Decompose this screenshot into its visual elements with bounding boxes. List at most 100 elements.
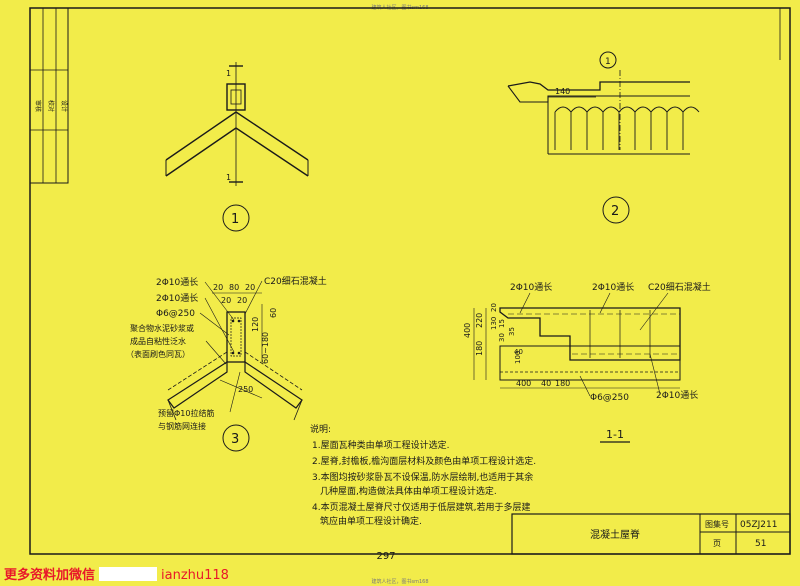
dim-35: 35 (508, 327, 516, 336)
annot-mortar-2: 成品自粘性泛水 (130, 336, 186, 346)
stirrups (589, 310, 651, 358)
break-line (293, 399, 303, 421)
ridge-left-top (165, 111, 237, 161)
dim-20-c: 20 (221, 296, 231, 305)
ridge-beam (226, 311, 246, 363)
detail-1-label: 1 (231, 212, 239, 227)
ridge-right-top (235, 111, 309, 161)
dim-130: 130 (490, 317, 498, 330)
annot-concrete-11: C20细石混凝土 (648, 281, 711, 293)
detail-1-bubble (222, 204, 250, 232)
leader-lines (199, 280, 263, 413)
ridge-right-bot (235, 127, 309, 177)
leader-lines-11 (519, 292, 669, 397)
note-3: 3.本图均按砂浆卧瓦不设保温,防水层绘制,也适用于其余 (312, 471, 533, 483)
break-line (167, 399, 177, 421)
section-1-1: 400 220 180 20 130 30 15 35 40 100 400 4… (463, 281, 711, 443)
dim-220: 220 (475, 313, 484, 328)
note-3b: 几种屋面,构造做法具体由单项工程设计选定. (320, 485, 497, 497)
dim-40-v: 40 (514, 348, 523, 356)
note-1: 1.屋面瓦种类由单项工程设计选定. (312, 439, 449, 451)
promo-banner: 更多资料加微信 ianzhu118 (4, 564, 229, 583)
page-number: 297 (376, 551, 396, 562)
ridge-left-bot (165, 127, 237, 177)
title-block: 混凝土屋脊 图集号 05ZJ211 页 51 (511, 513, 791, 555)
annot-mortar-3: （表面刷色同瓦） (126, 349, 190, 359)
tile-wave (554, 106, 700, 113)
rebar-dot (237, 319, 241, 323)
notes-title: 说明: (310, 423, 331, 435)
callout-num: 1 (605, 57, 611, 67)
notes: 说明: 1.屋面瓦种类由单项工程设计选定. 2.屋脊,封檐板,檐沟面层材料及颜色… (310, 423, 536, 527)
outer-frame (29, 7, 791, 555)
detail-1: 1 1 1 (165, 62, 309, 232)
note-2: 2.屋脊,封檐板,檐沟面层材料及颜色由单项工程设计选定. (312, 455, 536, 467)
strip-label-2: 校对 (47, 100, 55, 112)
title-block-atlas-label: 图集号 (705, 519, 729, 529)
watermark-bottom: 建筑人社区，图书sm168 (371, 579, 429, 585)
strip-label-3: 设计 (60, 100, 68, 112)
dim-60-180: 60~180 (261, 332, 270, 364)
strip-label-1: 审核 (34, 100, 42, 112)
beam-outline (499, 307, 681, 361)
dim-180-v: 180 (475, 341, 484, 356)
annot-tie-2: 与钢筋网连接 (158, 421, 206, 431)
promo-text: 更多资料加微信 (4, 568, 96, 583)
detail-2-bubble (602, 196, 630, 224)
dim-15: 15 (498, 319, 506, 328)
note-4: 4.本页混凝土屋脊尺寸仅适用于低层建筑,若用于多层建 (312, 501, 530, 513)
rebar-dot (237, 351, 241, 355)
dim-250: 250 (238, 385, 253, 394)
rebar-dot (231, 351, 235, 355)
tile-columns (554, 112, 684, 150)
dim-20-v: 20 (490, 303, 498, 312)
section-1-1-label: 1-1 (606, 428, 624, 441)
annot-concrete: C20细石混凝土 (264, 275, 327, 287)
dim-40-h: 40 (541, 379, 551, 388)
title-block-page-no: 51 (755, 539, 766, 549)
callout-bubble (599, 51, 617, 69)
roof-slope-right (244, 360, 303, 409)
annot-rebar-c: 2Φ10通长 (656, 389, 698, 401)
promo-mask (99, 567, 158, 581)
annot-stirrup: Φ6@250 (156, 309, 195, 319)
ridge-beam-rebar-box (230, 317, 242, 357)
annot-rebar-2: 2Φ10通长 (156, 292, 198, 304)
roof-slope-left (167, 360, 228, 409)
dim-400-v: 400 (463, 323, 472, 338)
annot-tie-1: 预留Φ10拉结筋 (158, 408, 214, 418)
dim-140: 140 (555, 87, 570, 96)
annot-stirrup-11: Φ6@250 (590, 393, 629, 403)
dim-180-h: 180 (555, 379, 570, 388)
tile-layer-right (244, 351, 303, 391)
detail-3: 20 80 20 20 20 120 60 60~180 250 2Φ10通长 … (126, 275, 327, 452)
dim-400-h: 400 (516, 379, 531, 388)
dim-20-b: 20 (245, 283, 255, 292)
left-strip (29, 7, 69, 184)
ridge-profile-lower (507, 85, 690, 103)
detail-3-label: 3 (231, 432, 239, 447)
note-4b: 筑应由单项工程设计确定. (320, 515, 422, 527)
ridge-profile (507, 81, 690, 91)
title-block-title: 混凝土屋脊 (590, 528, 640, 541)
dim-20-d: 20 (237, 296, 247, 305)
dim-60: 60 (269, 308, 278, 318)
dim-30: 30 (498, 333, 506, 342)
detail-2-label: 2 (611, 204, 619, 219)
dim-20-a: 20 (213, 283, 223, 292)
dim-line-250 (219, 379, 263, 399)
annot-mortar-1: 聚合物水泥砂浆或 (130, 323, 194, 333)
annot-rebar-b: 2Φ10通长 (592, 281, 634, 293)
dim-80: 80 (229, 283, 239, 292)
promo-tail: ianzhu118 (161, 568, 229, 583)
detail-3-bubble (222, 424, 250, 452)
rebar-dot (231, 319, 235, 323)
annot-rebar-a: 2Φ10通长 (510, 281, 552, 293)
annot-rebar-1: 2Φ10通长 (156, 276, 198, 288)
dim-100: 100 (514, 351, 522, 364)
dim-120: 120 (251, 317, 260, 332)
detail-2: 140 1 2 (507, 51, 700, 224)
title-block-atlas-no: 05ZJ211 (740, 520, 777, 530)
section-tag-bottom: 1 (226, 173, 231, 182)
